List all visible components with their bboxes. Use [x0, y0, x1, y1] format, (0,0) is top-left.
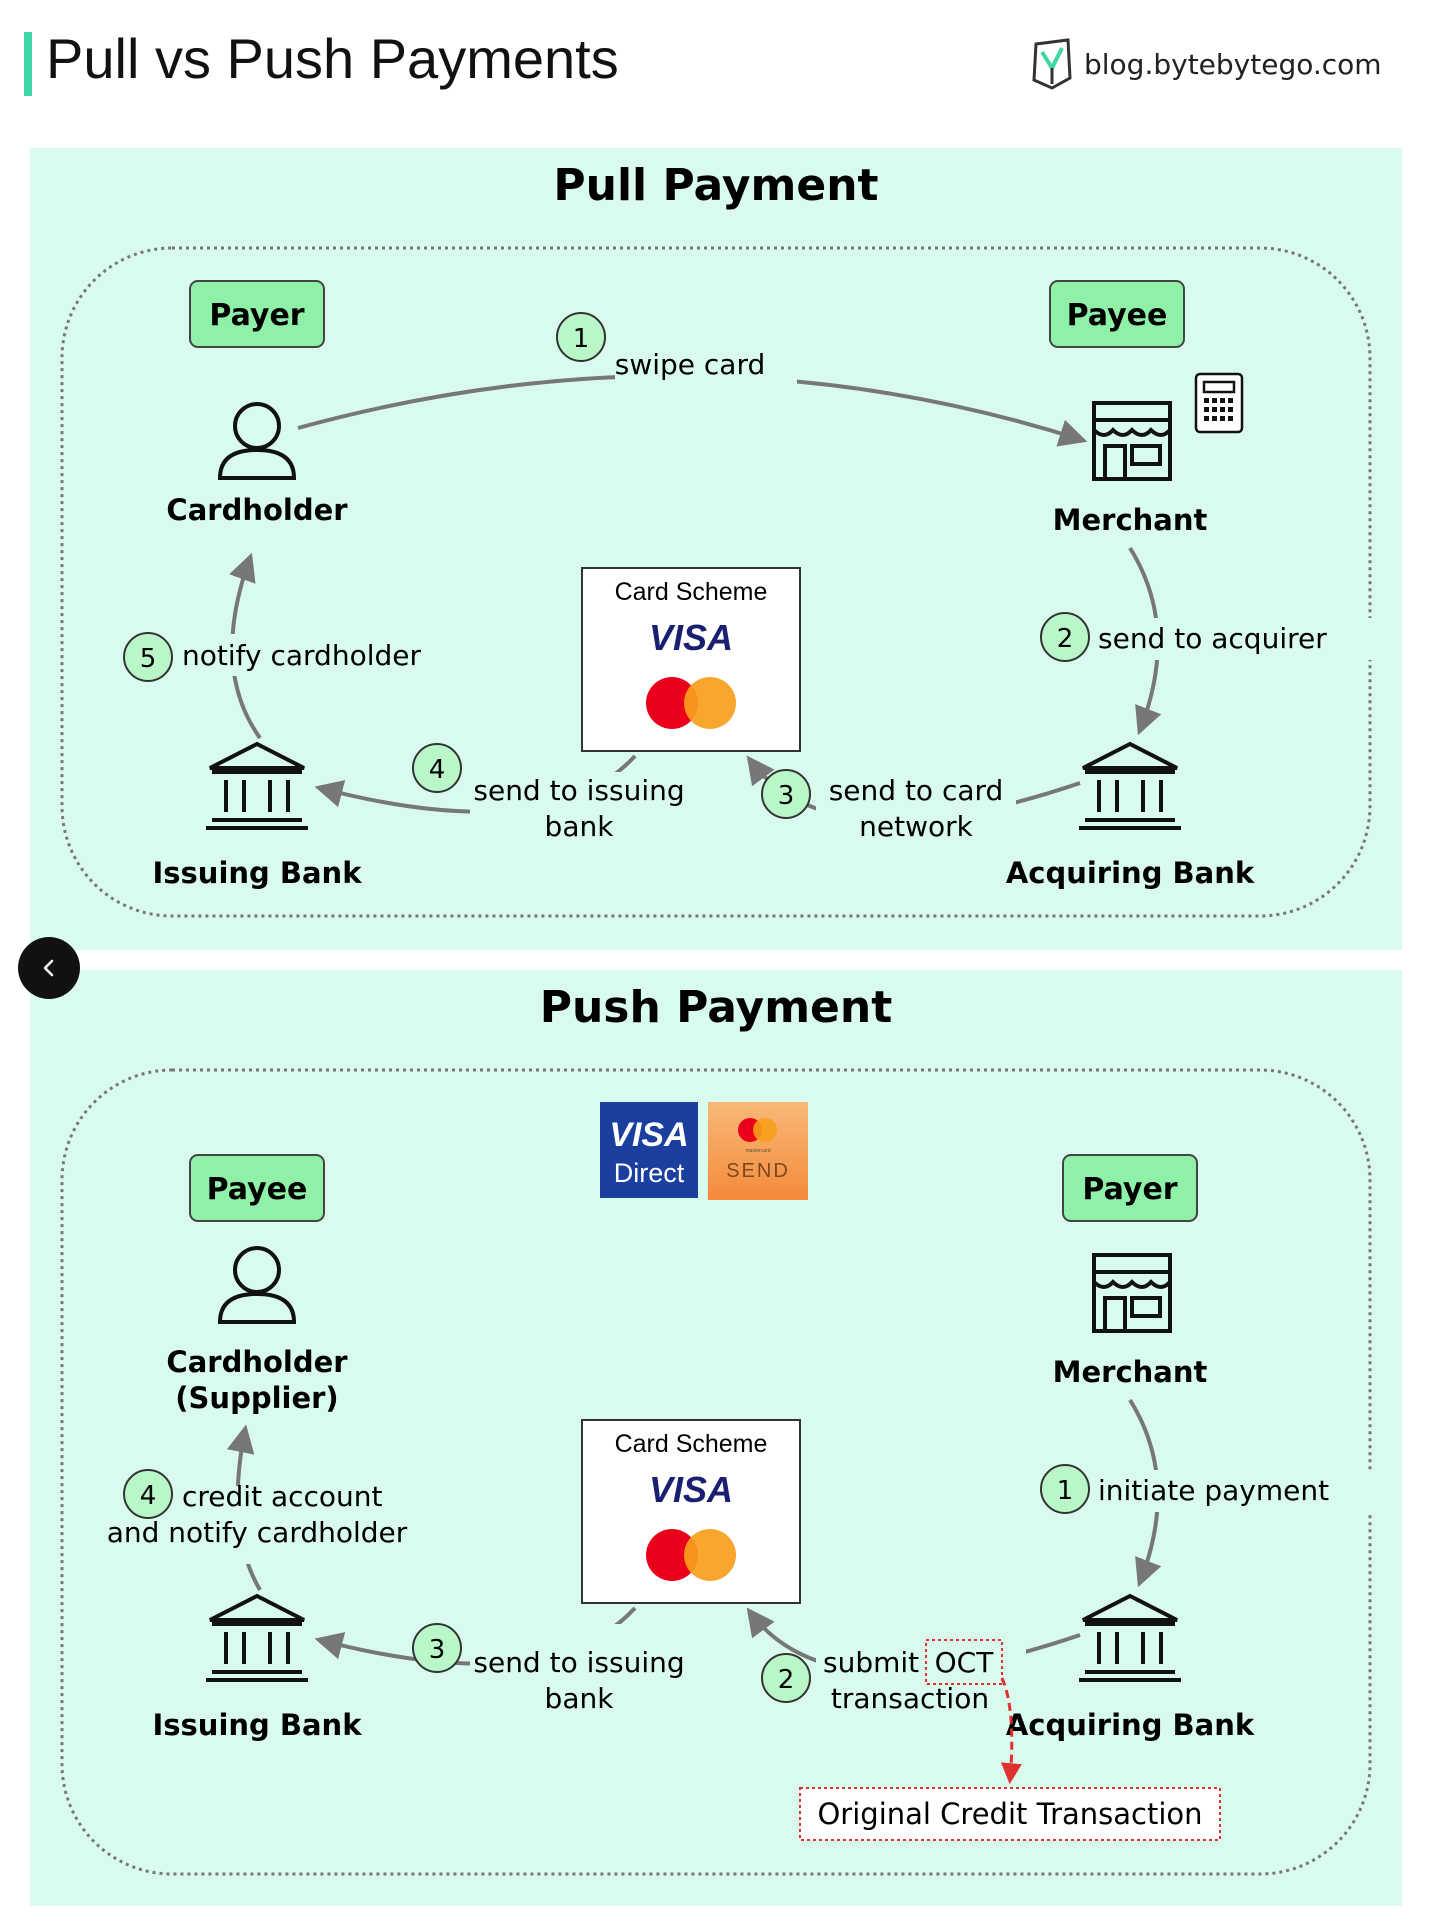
pull-step-1-text: swipe card [615, 348, 766, 381]
card-terminal-icon [1194, 372, 1244, 434]
pull-dotted-frame [60, 246, 1372, 918]
pull-step-4-text-1: send to issuing [473, 774, 684, 807]
pull-payee-label: Payee [1067, 298, 1168, 333]
push-diagram: Push Payment VISA Direct mastercard SEND… [60, 982, 1376, 1876]
svg-text:4: 4 [140, 1481, 157, 1511]
svg-text:3: 3 [778, 781, 795, 811]
page-title: Pull vs Push Payments [46, 27, 619, 90]
svg-text:SEND: SEND [726, 1160, 790, 1182]
pull-card-scheme-title: Card Scheme [615, 578, 768, 606]
pull-step-3-text-1: send to card [829, 774, 1004, 807]
push-step-3-text-2: bank [545, 1682, 615, 1715]
push-cardholder-label-1: Cardholder [166, 1345, 348, 1379]
push-step-2-oct: OCT [935, 1646, 995, 1679]
pull-visa-logo: VISA [649, 617, 733, 658]
push-card-scheme-title: Card Scheme [615, 1430, 768, 1458]
push-step-4-text-1: credit account [182, 1480, 383, 1513]
pull-step-3: 3 send to card network [761, 769, 1016, 850]
svg-text:5: 5 [140, 644, 157, 674]
chevron-left-icon [43, 959, 54, 977]
pull-acquiring-bank-label: Acquiring Bank [1006, 856, 1255, 890]
cardholder-person-icon [217, 402, 297, 480]
pull-acquiring-bank-icon [1079, 741, 1181, 830]
pull-step-4-text-2: bank [545, 810, 615, 843]
push-step-3: 3 send to issuing bank [412, 1623, 694, 1715]
pull-card-scheme-box: Card Scheme VISA [581, 567, 801, 752]
push-cardholder-label-2: (Supplier) [175, 1381, 338, 1415]
pull-issuing-bank-icon [206, 741, 308, 830]
push-issuing-bank-icon [206, 1593, 308, 1682]
push-step-1: 1 initiate payment [1040, 1464, 1376, 1514]
oct-definition-box: Original Credit Transaction [799, 1787, 1221, 1841]
oct-highlight-box [925, 1639, 1003, 1685]
push-issuing-bank-label: Issuing Bank [152, 1708, 362, 1742]
push-merchant-store-icon [1092, 1253, 1172, 1333]
svg-text:3: 3 [429, 1635, 446, 1665]
brand-url: blog.bytebytego.com [1084, 47, 1382, 81]
push-step-2-text-2: transaction [831, 1682, 989, 1715]
carousel-prev-button[interactable] [18, 937, 80, 999]
push-payment-section: Push Payment VISA Direct mastercard SEND… [30, 970, 1402, 1906]
pull-payer-label: Payer [209, 298, 304, 333]
svg-text:4: 4 [429, 755, 446, 785]
oct-definition-text: Original Credit Transaction [817, 1797, 1202, 1831]
pull-section-title: Pull Payment [553, 160, 878, 211]
visa-direct-logo: VISA Direct [600, 1102, 698, 1198]
pull-issuing-bank-label: Issuing Bank [152, 856, 362, 890]
svg-text:mastercard: mastercard [745, 1148, 770, 1154]
push-step-3-text-1: send to issuing [473, 1646, 684, 1679]
push-visa-logo: VISA [649, 1469, 733, 1510]
mastercard-send-logo: mastercard SEND [708, 1102, 808, 1200]
push-payer-label: Payer [1082, 1172, 1177, 1207]
pull-step-1: 1 swipe card [556, 312, 797, 390]
pull-payer-box: Payer [189, 280, 325, 348]
pull-merchant-label: Merchant [1053, 503, 1208, 537]
pull-mastercard-logo [646, 677, 736, 729]
bytebytego-logo-icon [1032, 38, 1072, 90]
supplier-person-icon [217, 1246, 297, 1324]
pull-step-5-text: notify cardholder [182, 639, 421, 672]
svg-text:1: 1 [1057, 1476, 1074, 1506]
pull-step-4: 4 send to issuing bank [412, 743, 694, 850]
push-step-4: 4 credit account and notify cardholder [107, 1469, 452, 1564]
oct-red-dashed-arrow [1000, 1677, 1022, 1785]
push-acquiring-bank-label: Acquiring Bank [1006, 1708, 1255, 1742]
svg-text:2: 2 [778, 1665, 795, 1695]
push-step-2-text-1: submit [823, 1646, 919, 1679]
push-acquiring-bank-icon [1079, 1593, 1181, 1682]
pull-step-5: 5 notify cardholder [123, 632, 442, 682]
push-card-scheme-box: Card Scheme VISA [581, 1419, 801, 1604]
pull-cardholder-label: Cardholder [166, 493, 348, 527]
pull-payment-section: Pull Payment Payer Payee Cardholder [30, 148, 1402, 950]
svg-text:VISA: VISA [609, 1116, 688, 1154]
push-step-2: 2 submit OCT transaction [761, 1624, 1026, 1715]
push-payer-box: Payer [1062, 1154, 1198, 1222]
svg-text:Direct: Direct [614, 1158, 685, 1188]
title-accent-bar [24, 32, 32, 96]
svg-text:2: 2 [1057, 624, 1074, 654]
brand[interactable]: blog.bytebytego.com [1030, 36, 1382, 92]
push-payee-label: Payee [207, 1172, 308, 1207]
svg-text:1: 1 [573, 324, 590, 354]
push-step-1-text: initiate payment [1098, 1474, 1329, 1507]
pull-step-3-text-2: network [859, 810, 973, 843]
merchant-store-icon [1092, 401, 1172, 481]
push-section-title: Push Payment [540, 982, 893, 1033]
push-merchant-label: Merchant [1053, 1355, 1208, 1389]
pull-step-2: 2 send to acquirer [1040, 612, 1376, 662]
pull-step-2-text: send to acquirer [1098, 622, 1327, 655]
push-step-4-text-2: and notify cardholder [107, 1516, 408, 1549]
push-payee-box: Payee [189, 1154, 325, 1222]
push-mastercard-logo [646, 1529, 736, 1581]
pull-diagram: Pull Payment Payer Payee Cardholder [60, 160, 1376, 918]
pull-payee-box: Payee [1049, 280, 1185, 348]
